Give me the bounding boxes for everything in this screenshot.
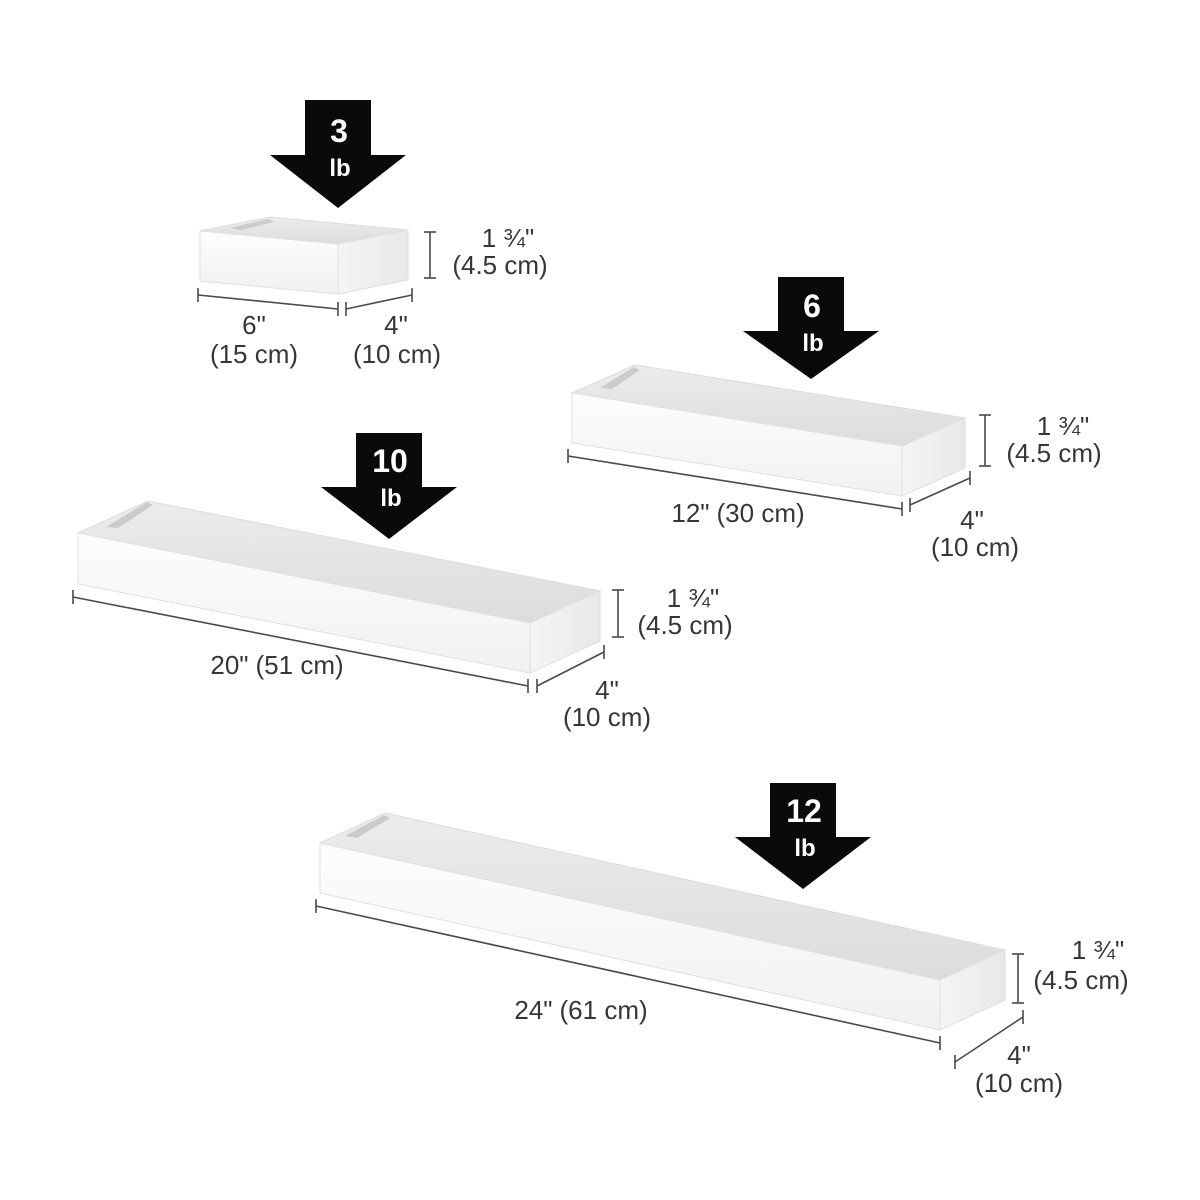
dimension-line: [909, 477, 971, 506]
dimension-line: [954, 1016, 1024, 1063]
height-metric-label: (4.5 cm): [1006, 438, 1101, 468]
shelf-12in-body: [570, 364, 967, 497]
shelf-20in-body: [76, 500, 602, 674]
shelf-6in-width-dimension: 6" (15 cm): [197, 288, 339, 369]
depth-imperial-label: 4": [1007, 1040, 1031, 1070]
shelf-24in-body: [318, 812, 1007, 1031]
shelf-6in-body: [199, 216, 409, 295]
shelf-6in-weight-arrow: 3 lb: [270, 100, 406, 208]
height-imperial-label: 1 ¾": [667, 583, 720, 613]
weight-capacity-unit: lb: [329, 155, 350, 182]
depth-imperial-label: 4": [960, 505, 984, 535]
width-metric-label: (51 cm): [256, 650, 344, 680]
dimension-line: [536, 651, 605, 687]
width-imperial-label: 20": [210, 650, 248, 680]
shelf-side-face: [337, 229, 409, 295]
down-arrow-icon: [735, 783, 871, 889]
dimension-line: [567, 455, 903, 510]
shelf-6in-height-dimension: 1 ¾" (4.5 cm): [424, 223, 548, 280]
height-metric-label: (4.5 cm): [452, 250, 547, 280]
shelf-back-lip: [230, 219, 274, 230]
shelf-24in-depth-dimension: 4" (10 cm): [954, 1010, 1063, 1098]
height-imperial-label: 1 ¾": [482, 223, 535, 253]
width-label: 12" (30 cm): [671, 498, 804, 528]
shelf-12in-width-dimension: 12" (30 cm): [567, 449, 903, 528]
shelf-back-lip: [106, 502, 153, 528]
weight-capacity-value: 6: [803, 288, 821, 324]
width-label: 24" (61 cm): [514, 995, 647, 1025]
shelf-side-face: [529, 590, 601, 674]
height-metric-label: (4.5 cm): [1033, 965, 1128, 995]
shelf-6in: 3 lb 6" (15 cm) 4" (10 cm) 1 ¾": [197, 100, 548, 369]
shelf-12in-depth-dimension: 4" (10 cm): [909, 471, 1019, 562]
depth-metric-label: (10 cm): [931, 532, 1019, 562]
depth-metric-label: (10 cm): [563, 702, 651, 732]
width-imperial-label: 24": [514, 995, 552, 1025]
weight-capacity-value: 12: [786, 793, 822, 829]
shelf-20in-height-dimension: 1 ¾" (4.5 cm): [612, 583, 733, 640]
depth-imperial-label: 4": [595, 675, 619, 705]
width-imperial-label: 6": [242, 310, 266, 340]
shelf-20in-depth-dimension: 4" (10 cm): [536, 645, 651, 732]
shelf-20in-weight-arrow: 10 lb: [321, 433, 457, 539]
weight-capacity-unit: lb: [802, 330, 823, 357]
shelf-20in-width-dimension: 20" (51 cm): [72, 590, 529, 693]
shelf-side-face: [939, 949, 1006, 1031]
dimension-line: [345, 294, 413, 310]
down-arrow-icon: [321, 433, 457, 539]
shelf-6in-depth-dimension: 4" (10 cm): [345, 288, 441, 369]
shelf-back-lip: [345, 815, 390, 838]
height-imperial-label: 1 ¾": [1037, 411, 1090, 441]
depth-metric-label: (10 cm): [975, 1068, 1063, 1098]
shelf-12in-weight-arrow: 6 lb: [743, 277, 879, 379]
dimension-line: [315, 905, 941, 1044]
height-metric-label: (4.5 cm): [637, 610, 732, 640]
shelf-24in-width-dimension: 24" (61 cm): [315, 899, 941, 1050]
width-metric-label: (61 cm): [560, 995, 648, 1025]
shelf-12in: 6 lb 12"(30 cm) 4" (10 cm) 1 ¾" (: [567, 277, 1102, 562]
width-metric-label: (15 cm): [210, 339, 298, 369]
weight-capacity-value: 10: [372, 443, 408, 479]
width-imperial-label: 12": [671, 498, 709, 528]
shelf-side-face: [901, 417, 966, 497]
width-label: 20" (51 cm): [210, 650, 343, 680]
down-arrow-icon: [270, 100, 406, 208]
dimension-line: [197, 294, 339, 310]
width-metric-label: (30 cm): [717, 498, 805, 528]
shelf-20in: 10 lb 20" (51 cm) 4" (10 cm) 1 ¾": [72, 433, 733, 732]
shelf-24in-weight-arrow: 12 lb: [735, 783, 871, 889]
weight-capacity-unit: lb: [794, 835, 815, 862]
depth-metric-label: (10 cm): [353, 339, 441, 369]
shelf-12in-height-dimension: 1 ¾" (4.5 cm): [979, 411, 1102, 468]
shelf-24in: 12 lb 24" (61 cm) 4" (10 cm) 1 ¾": [315, 783, 1129, 1098]
shelf-back-lip: [600, 367, 640, 389]
dimension-line: [72, 596, 529, 687]
weight-capacity-value: 3: [330, 113, 348, 149]
height-imperial-label: 1 ¾": [1072, 935, 1125, 965]
shelf-24in-height-dimension: 1 ¾" (4.5 cm): [1012, 935, 1129, 1004]
weight-capacity-unit: lb: [380, 485, 401, 512]
depth-imperial-label: 4": [384, 310, 408, 340]
down-arrow-icon: [743, 277, 879, 379]
